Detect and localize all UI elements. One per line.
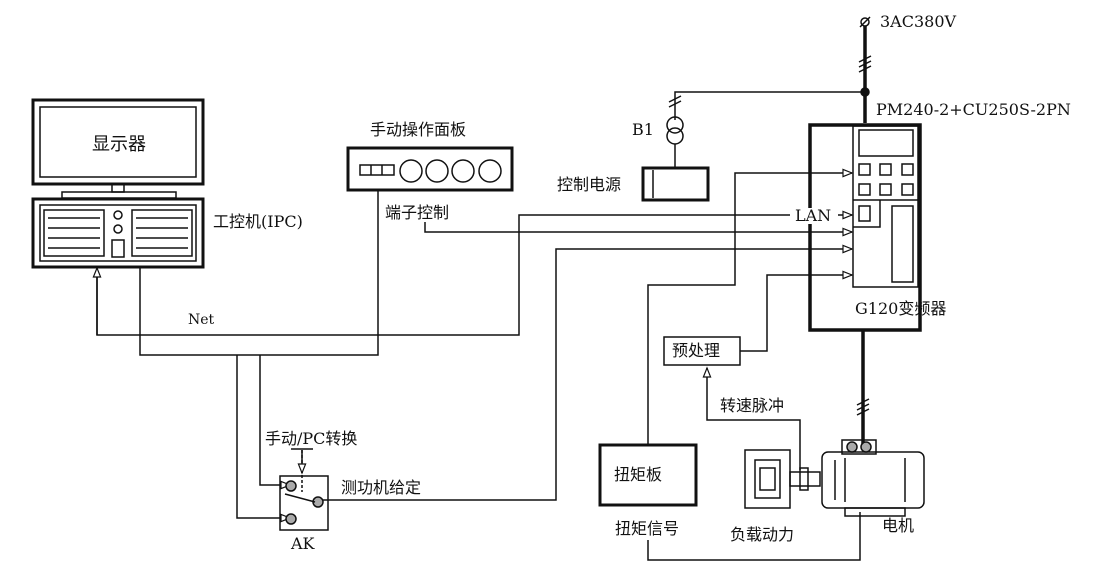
net-label: Net [188, 312, 215, 328]
switch-label: 手动/PC转换 [265, 429, 358, 448]
load-power-label: 负载动力 [730, 525, 795, 544]
motor-icon [821, 439, 925, 517]
preprocess-label: 预处理 [672, 341, 721, 360]
speed-pulse-label: 转速脉冲 [720, 396, 785, 415]
drive-model-label: PM240-2+CU250S-2PN [876, 100, 1071, 119]
torque-board-box [598, 443, 698, 507]
torque-board-label: 扭矩板 [614, 465, 663, 484]
ak-switch [279, 448, 329, 531]
g120-inverter [808, 123, 922, 332]
ipc-label: 工控机(IPC) [213, 212, 303, 231]
transformer-b1-icon [666, 116, 684, 145]
terminal-control-label: 端子控制 [385, 203, 450, 222]
motor-label: 电机 [882, 516, 915, 535]
control-power-box [641, 166, 710, 202]
preprocess-box [663, 336, 741, 366]
load-icon [744, 449, 821, 509]
dyno-setpoint-label: 测功机给定 [341, 478, 422, 497]
supply-label: 3AC380V [880, 12, 957, 31]
b1-label: B1 [632, 120, 654, 139]
ak-label: AK [291, 534, 315, 553]
torque-signal-label: 扭矩信号 [615, 519, 680, 538]
monitor-label: 显示器 [92, 134, 146, 155]
control-power-label: 控制电源 [557, 175, 622, 194]
manual-panel-label: 手动操作面板 [370, 120, 467, 139]
inverter-label: G120变频器 [855, 299, 947, 318]
ipc-box [31, 197, 205, 269]
manual-panel [346, 146, 514, 192]
lan-label: LAN [795, 206, 832, 225]
